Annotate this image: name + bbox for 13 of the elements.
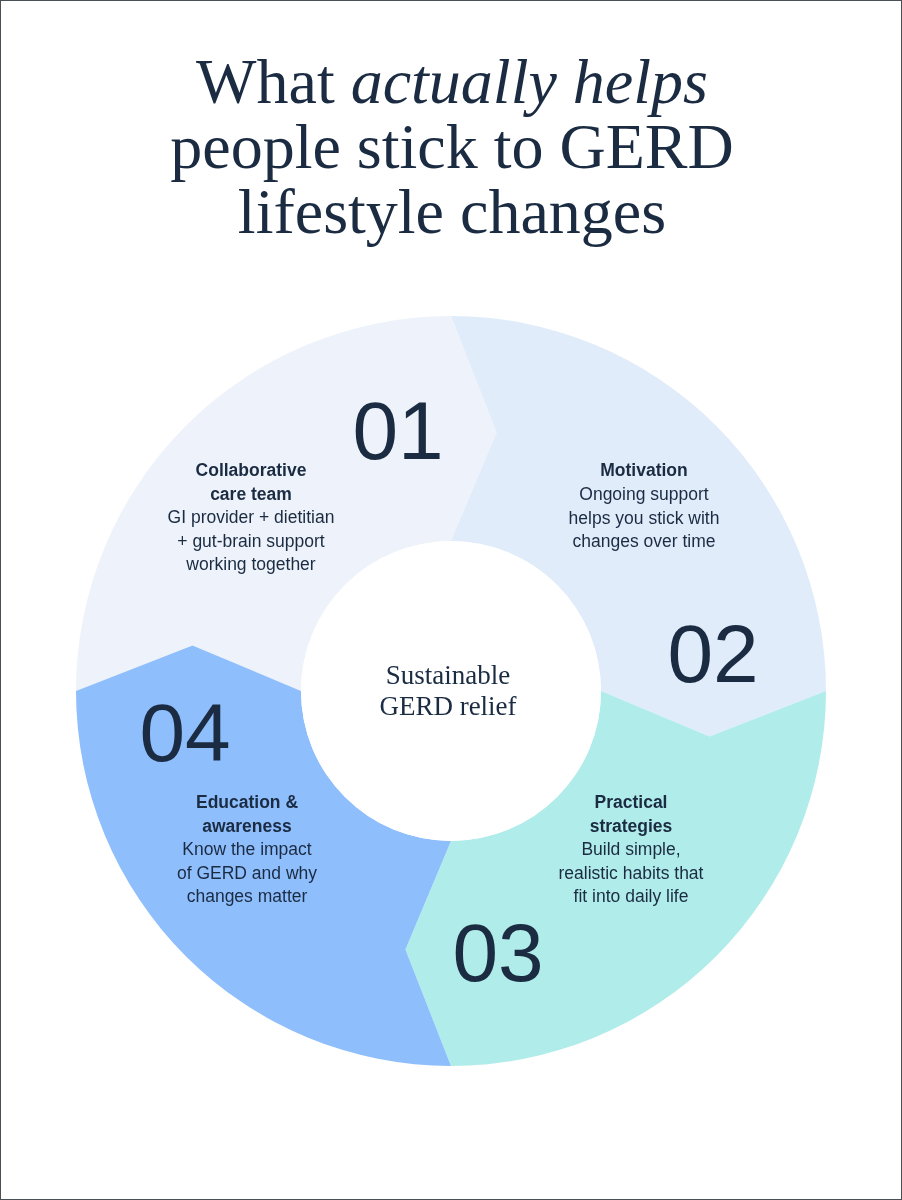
step-number: 03 — [451, 912, 545, 994]
step-number: 02 — [666, 613, 760, 695]
step-description: GI provider + dietitian + gut-brain support working together — [166, 506, 336, 576]
step-description: Ongoing support helps you stick with changes over time — [567, 483, 721, 553]
step-number: 01 — [351, 390, 445, 472]
step-heading: Education & awareness — [194, 791, 300, 838]
center-label: Sustainable GERD relief — [378, 660, 518, 722]
step-heading: Collaborative care team — [194, 459, 308, 506]
step-number: 04 — [138, 692, 232, 774]
step-heading: Motivation — [599, 459, 689, 482]
step-heading: Practical strategies — [588, 791, 674, 838]
step-description: Know the impact of GERD and why changes matter — [175, 838, 319, 908]
step-description: Build simple, realistic habits that fit into daily life — [557, 838, 705, 908]
